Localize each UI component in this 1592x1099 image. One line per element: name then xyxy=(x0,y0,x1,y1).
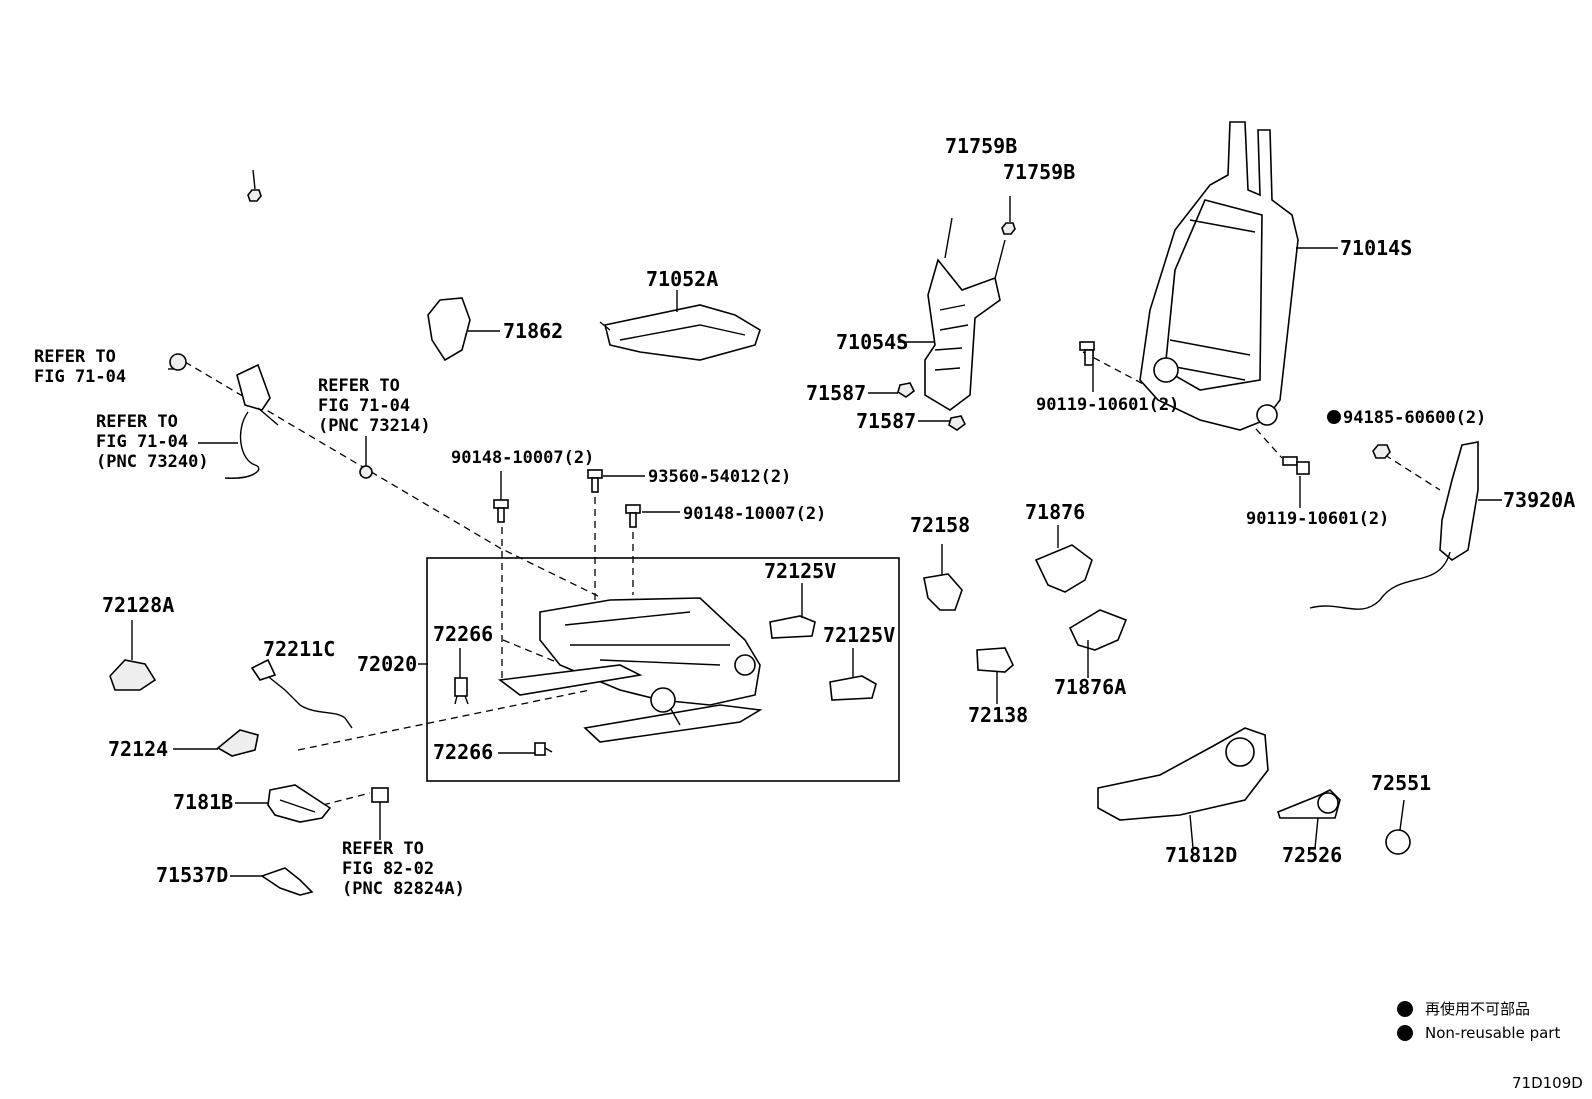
label-72125V-a[interactable]: 72125V xyxy=(764,559,836,583)
label-72138[interactable]: 72138 xyxy=(968,703,1028,727)
part-71054S-frame[interactable] xyxy=(924,217,1006,411)
label-72211C[interactable]: 72211C xyxy=(263,637,335,661)
refer-note-fig-82-02-pnc-82824A[interactable]: REFER TO FIG 82-02 (PNC 82824A) xyxy=(342,839,465,899)
adjuster-assembly-box xyxy=(426,557,900,782)
part-72266-bracket-b[interactable] xyxy=(534,742,553,756)
label-90148-b[interactable]: 90148-10007(2) xyxy=(683,504,826,524)
assembly-lines xyxy=(184,351,1441,806)
part-72020-seat-adjuster[interactable] xyxy=(497,597,763,743)
part-72125V-bracket-a[interactable] xyxy=(769,615,816,639)
label-93560[interactable]: 93560-54012(2) xyxy=(648,467,791,487)
part-71052A-cushion-pan[interactable] xyxy=(599,304,761,361)
part-71812D-side-cover[interactable] xyxy=(1097,727,1269,821)
label-71587-b[interactable]: 71587 xyxy=(856,409,916,433)
label-71876[interactable]: 71876 xyxy=(1025,500,1085,524)
part-93560-screw[interactable] xyxy=(587,469,603,493)
svg-text:FIG 71-04: FIG 71-04 xyxy=(34,367,126,387)
label-71759B-a[interactable]: 71759B xyxy=(945,134,1017,158)
label-71054S[interactable]: 71054S xyxy=(836,330,908,354)
part-71759B-nut-right[interactable] xyxy=(1001,196,1016,235)
part-72128A[interactable] xyxy=(109,659,157,691)
part-71862-cover[interactable] xyxy=(427,297,471,362)
label-71812D[interactable]: 71812D xyxy=(1165,843,1237,867)
part-72125V-bracket-b[interactable] xyxy=(829,675,877,701)
svg-text:REFER TO: REFER TO xyxy=(34,347,116,367)
part-72158[interactable] xyxy=(923,573,963,611)
label-71052A[interactable]: 71052A xyxy=(646,267,718,291)
part-72266-bracket-a[interactable] xyxy=(454,677,469,705)
part-72138[interactable] xyxy=(976,647,1014,673)
seat-belt-buckle[interactable] xyxy=(169,353,373,479)
legend-bullet-icon xyxy=(1397,1001,1413,1017)
part-90119-bolt-a[interactable] xyxy=(1079,341,1095,366)
svg-text:FIG 71-04: FIG 71-04 xyxy=(318,396,410,416)
refer-note-fig-71-04-pnc-73240[interactable]: REFER TO FIG 71-04 (PNC 73240) xyxy=(96,412,209,472)
label-94185[interactable]: 94185-60600(2) xyxy=(1343,408,1486,428)
svg-text:REFER TO: REFER TO xyxy=(96,412,178,432)
part-90119-bolt-b[interactable] xyxy=(1282,456,1310,475)
part-72124[interactable] xyxy=(216,729,259,757)
part-90148-screw-b[interactable] xyxy=(625,504,641,528)
legend-japanese: 再使用不可部品 xyxy=(1425,1000,1530,1018)
svg-text:REFER TO: REFER TO xyxy=(318,376,400,396)
label-72551[interactable]: 72551 xyxy=(1371,771,1431,795)
label-72266-b[interactable]: 72266 xyxy=(433,740,493,764)
label-72124[interactable]: 72124 xyxy=(108,737,168,761)
part-labels: 71759B 71759B 71014S 71052A 71862 71054S… xyxy=(102,134,1575,887)
part-90148-screw-a[interactable] xyxy=(493,499,509,523)
label-71862[interactable]: 71862 xyxy=(503,319,563,343)
label-72526[interactable]: 72526 xyxy=(1282,843,1342,867)
label-71014S[interactable]: 71014S xyxy=(1340,236,1412,260)
refer-note-fig-71-04-pnc-73214[interactable]: REFER TO FIG 71-04 (PNC 73214) xyxy=(318,376,431,436)
legend-english: Non-reusable part xyxy=(1425,1024,1560,1042)
label-71876A[interactable]: 71876A xyxy=(1054,675,1126,699)
legend: 再使用不可部品 Non-reusable part xyxy=(1397,1000,1560,1042)
label-72128A[interactable]: 72128A xyxy=(102,593,174,617)
part-71876[interactable] xyxy=(1034,544,1093,593)
part-71587-clip-b[interactable] xyxy=(948,415,967,431)
part-72551-cap[interactable] xyxy=(1385,829,1411,855)
part-94185-nut[interactable] xyxy=(1372,444,1391,459)
part-7181B[interactable] xyxy=(267,784,332,823)
connector-82824A[interactable] xyxy=(371,787,389,803)
label-90119-a[interactable]: 90119-10601(2) xyxy=(1036,395,1179,415)
label-72020[interactable]: 72020 xyxy=(357,652,417,676)
part-72211C-wire[interactable] xyxy=(250,658,353,729)
part-73920A-side-airbag[interactable] xyxy=(1309,441,1479,610)
label-90119-b[interactable]: 90119-10601(2) xyxy=(1246,509,1389,529)
label-7181B[interactable]: 7181B xyxy=(173,790,233,814)
label-71537D[interactable]: 71537D xyxy=(156,863,228,887)
svg-text:FIG 71-04: FIG 71-04 xyxy=(96,432,188,452)
part-71759B-nut-left[interactable] xyxy=(247,169,262,202)
refer-note-fig-71-04-a[interactable]: REFER TO FIG 71-04 xyxy=(34,347,126,387)
legend-bullet-icon xyxy=(1397,1025,1413,1041)
part-72526-knob[interactable] xyxy=(1277,789,1341,819)
svg-text:(PNC 73240): (PNC 73240) xyxy=(96,452,209,472)
non-reusable-marker xyxy=(1327,410,1341,424)
label-90148-a[interactable]: 90148-10007(2) xyxy=(451,448,594,468)
svg-text:(PNC 82824A): (PNC 82824A) xyxy=(342,879,465,899)
leader-lines xyxy=(131,247,1502,877)
figure-code: 71D109D xyxy=(1512,1074,1583,1092)
label-71759B-b[interactable]: 71759B xyxy=(1003,160,1075,184)
svg-text:FIG 82-02: FIG 82-02 xyxy=(342,859,434,879)
part-71587-clip-a[interactable] xyxy=(897,382,916,398)
label-72125V-b[interactable]: 72125V xyxy=(823,623,895,647)
label-72266-a[interactable]: 72266 xyxy=(433,622,493,646)
part-71537D[interactable] xyxy=(260,867,314,896)
part-71876A[interactable] xyxy=(1068,609,1128,651)
part-71014S-seatback-frame[interactable] xyxy=(1139,121,1299,431)
refer-notes: REFER TO FIG 71-04 REFER TO FIG 71-04 (P… xyxy=(34,347,465,899)
svg-text:REFER TO: REFER TO xyxy=(342,839,424,859)
label-71587-a[interactable]: 71587 xyxy=(806,381,866,405)
label-73920A[interactable]: 73920A xyxy=(1503,488,1575,512)
label-72158[interactable]: 72158 xyxy=(910,513,970,537)
svg-text:(PNC 73214): (PNC 73214) xyxy=(318,416,431,436)
